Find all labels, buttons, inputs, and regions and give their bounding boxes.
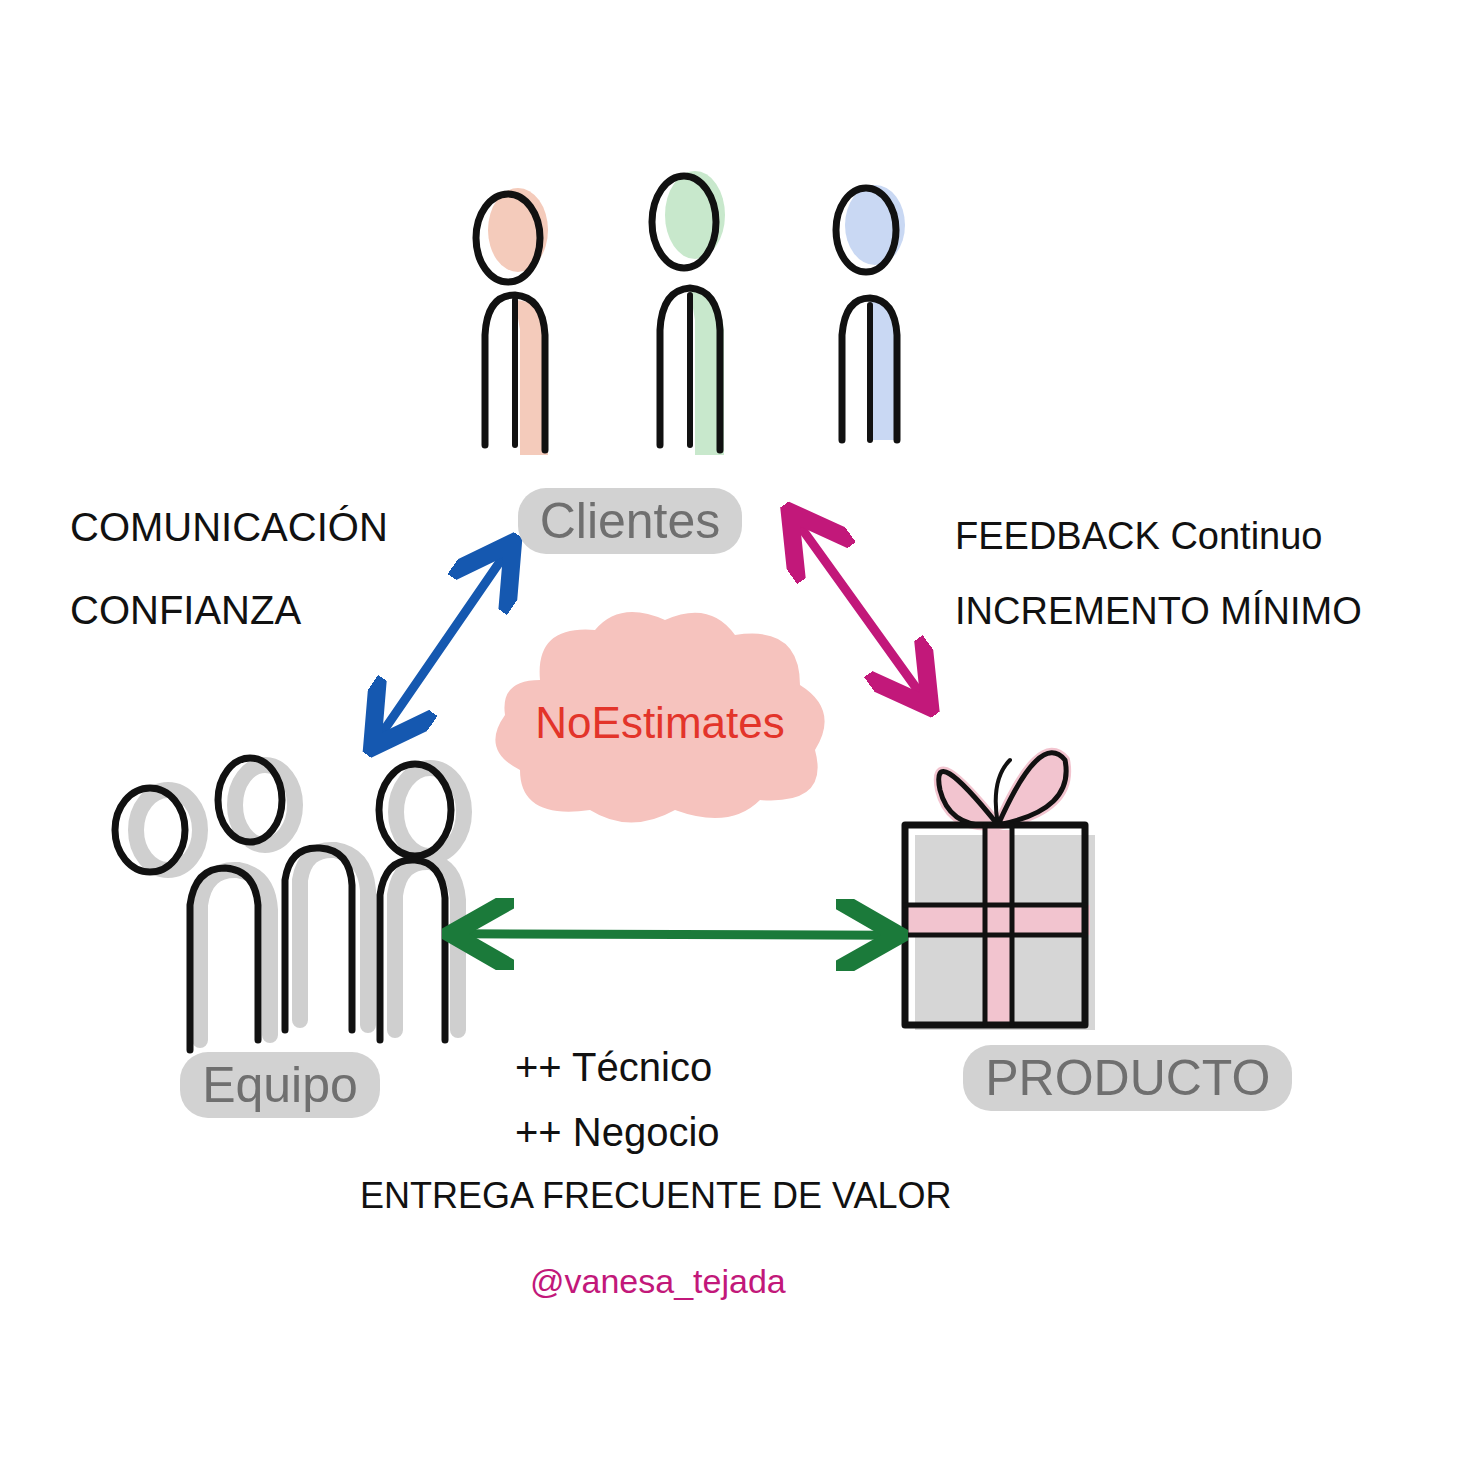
node-label: Clientes <box>518 488 743 554</box>
author-watermark: @vanesa_tejada <box>530 1262 786 1301</box>
edge-note: FEEDBACK Continuo <box>955 515 1323 558</box>
double-arrow <box>795 519 925 700</box>
clients-node: Clientes <box>465 165 795 550</box>
edge-note: INCREMENTO MÍNIMO <box>955 590 1362 633</box>
double-arrow <box>377 550 508 740</box>
team-node: Equipo <box>100 740 460 1120</box>
cloud-title: NoEstimates <box>535 697 784 749</box>
double-arrow <box>460 934 890 935</box>
edge-note: ++ Negocio <box>515 1110 720 1155</box>
center-cloud: NoEstimates <box>480 600 840 830</box>
edge-note: ++ Técnico <box>515 1045 712 1090</box>
edge-note: CONFIANZA <box>70 588 301 633</box>
client-figures <box>476 171 905 455</box>
product-node: PRODUCTO <box>890 700 1300 1120</box>
cloud-outline <box>495 612 824 823</box>
team-figures <box>115 758 464 1050</box>
node-label: PRODUCTO <box>963 1045 1292 1111</box>
edge-note: COMUNICACIÓN <box>70 505 388 550</box>
node-label: Equipo <box>180 1052 380 1118</box>
gift-box <box>905 753 1095 1030</box>
edge-note: ENTREGA FRECUENTE DE VALOR <box>360 1175 951 1217</box>
